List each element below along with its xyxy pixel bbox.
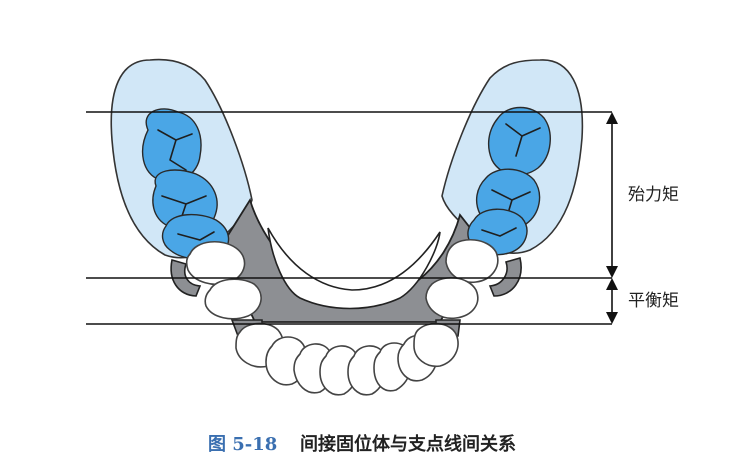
figure-title: 间接固位体与支点线间关系 [300, 433, 516, 455]
right-premolar-1 [445, 239, 499, 284]
right-molar-upper [487, 106, 551, 176]
label-moment-top: 殆力矩 [628, 185, 679, 205]
right-premolar-2 [425, 277, 479, 320]
left-molar-upper [141, 108, 202, 183]
right-canine [413, 322, 459, 368]
connector-inner-arc [267, 227, 441, 310]
natural-teeth [185, 239, 499, 396]
arrow-down-bottom [606, 312, 618, 324]
left-premolar-2 [204, 278, 262, 320]
arrow-up-top [606, 112, 618, 124]
figure-number: 图 5-18 [208, 434, 277, 455]
arrow-down-top [606, 266, 618, 278]
arrow-up-bottom [606, 278, 618, 290]
left-central-incisor [319, 345, 359, 396]
moment-dimension-arrows [606, 112, 618, 324]
label-moment-bottom: 平衡矩 [628, 291, 679, 311]
